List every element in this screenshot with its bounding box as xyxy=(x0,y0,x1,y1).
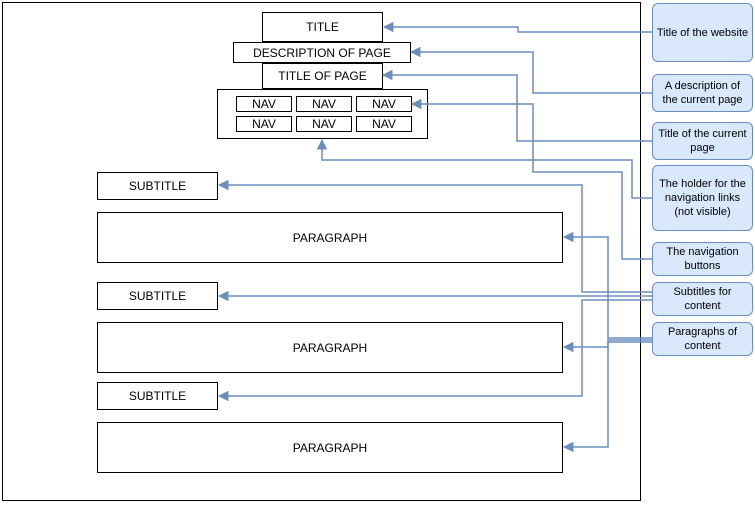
note-nav-holder: The holder for the navigation links (not… xyxy=(652,165,753,231)
arrow-description xyxy=(409,46,652,94)
arrow-paragraph-1 xyxy=(562,231,652,339)
note-paragraphs: Paragraphs of content xyxy=(652,322,753,356)
nav-button[interactable]: NAV xyxy=(356,96,412,112)
paragraph-box: PARAGRAPH xyxy=(97,422,563,473)
nav-button[interactable]: NAV xyxy=(356,116,412,132)
note-nav-buttons: The navigation buttons xyxy=(652,242,753,276)
paragraph-box: PARAGRAPH xyxy=(97,212,563,263)
nav-button[interactable]: NAV xyxy=(236,96,292,112)
arrow-title xyxy=(382,21,652,33)
subtitle-box: SUBTITLE xyxy=(97,382,218,410)
arrow-nav-buttons xyxy=(410,98,652,260)
title-box: TITLE xyxy=(262,12,383,42)
nav-button[interactable]: NAV xyxy=(296,116,352,132)
nav-button[interactable]: NAV xyxy=(296,96,352,112)
subtitle-box: SUBTITLE xyxy=(97,172,218,200)
note-page-description: A description of the current page xyxy=(652,74,753,112)
page-title-box: TITLE OF PAGE xyxy=(262,63,383,89)
paragraph-box: PARAGRAPH xyxy=(97,322,563,373)
arrow-nav-holder xyxy=(316,138,652,199)
nav-button[interactable]: NAV xyxy=(236,116,292,132)
subtitle-box: SUBTITLE xyxy=(97,282,218,310)
arrow-subtitle-3 xyxy=(217,299,652,402)
note-current-page-title: Title of the current page xyxy=(652,122,753,160)
page-frame xyxy=(2,2,641,501)
arrow-subtitle-1 xyxy=(217,179,652,293)
note-subtitles: Subtitles for content xyxy=(652,282,753,316)
arrow-page-title xyxy=(381,69,652,142)
description-box: DESCRIPTION OF PAGE xyxy=(233,42,411,63)
note-website-title: Title of the website xyxy=(652,3,753,62)
arrow-paragraph-3 xyxy=(562,341,652,453)
